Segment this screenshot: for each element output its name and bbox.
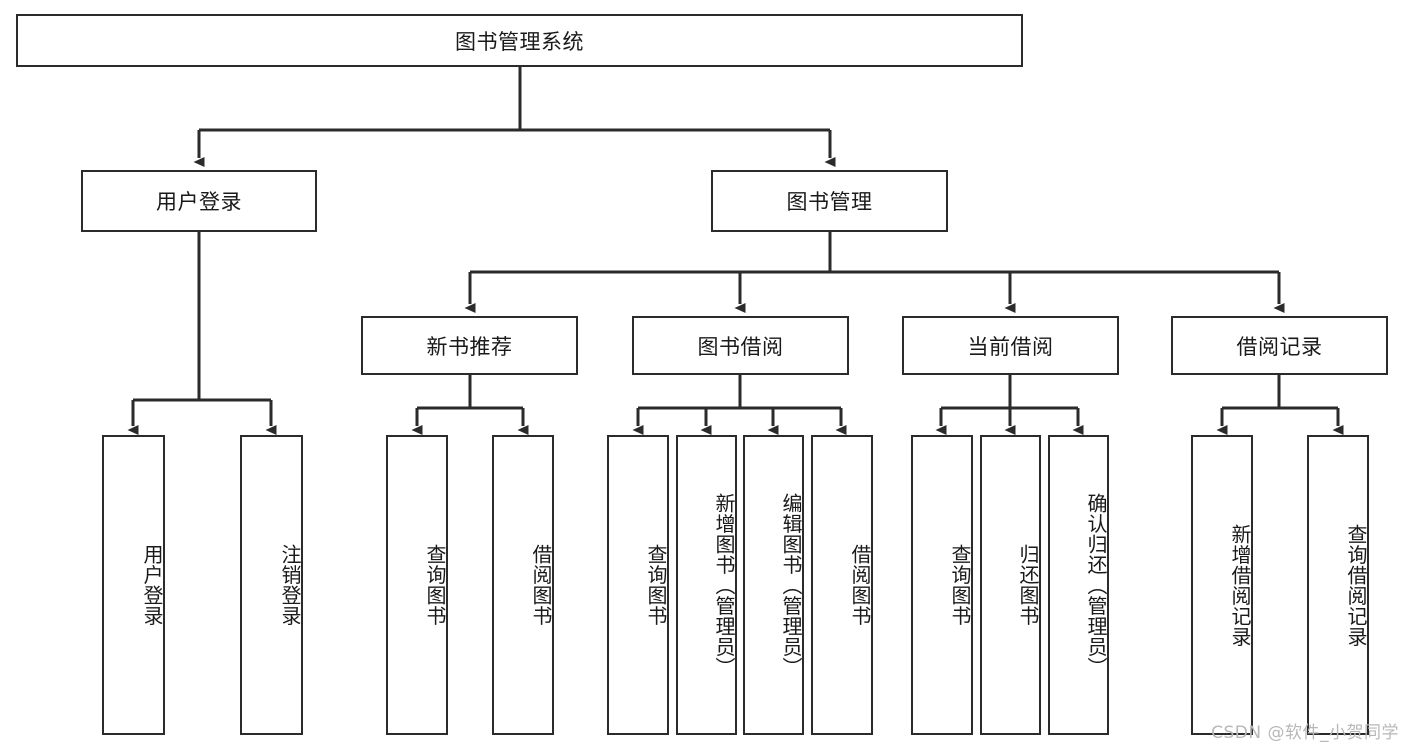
leaf-label: 新增图书（管理员） bbox=[712, 492, 736, 678]
node-leaf-borrow-book-2[interactable]: 借阅图书 bbox=[811, 435, 873, 735]
node-leaf-user-login[interactable]: 用户登录 bbox=[102, 435, 165, 735]
leaf-label: 新增借阅记录 bbox=[1228, 523, 1252, 647]
node-leaf-query-record[interactable]: 查询借阅记录 bbox=[1307, 435, 1369, 735]
leaf-label: 查询图书 bbox=[423, 544, 447, 626]
node-leaf-query-book-1[interactable]: 查询图书 bbox=[386, 435, 448, 735]
leaf-label: 注销登录 bbox=[278, 544, 302, 626]
node-leaf-confirm-return[interactable]: 确认归还（管理员） bbox=[1048, 435, 1109, 735]
leaf-label: 查询图书 bbox=[644, 544, 668, 626]
leaf-label: 借阅图书 bbox=[848, 544, 872, 626]
node-current-borrow[interactable]: 当前借阅 bbox=[902, 316, 1119, 375]
leaf-label: 借阅图书 bbox=[529, 544, 553, 626]
node-leaf-add-record[interactable]: 新增借阅记录 bbox=[1191, 435, 1253, 735]
leaf-label: 确认归还（管理员） bbox=[1084, 492, 1108, 678]
node-leaf-query-book-2[interactable]: 查询图书 bbox=[607, 435, 669, 735]
leaf-label: 归还图书 bbox=[1016, 544, 1040, 626]
leaf-label: 编辑图书（管理员） bbox=[779, 492, 803, 678]
node-leaf-borrow-book-1[interactable]: 借阅图书 bbox=[492, 435, 554, 735]
leaf-label: 用户登录 bbox=[140, 544, 164, 626]
csdn-watermark: CSDN @软件_小贺同学 bbox=[1211, 723, 1399, 743]
node-book-management[interactable]: 图书管理 bbox=[711, 170, 948, 232]
leaf-label: 查询借阅记录 bbox=[1344, 523, 1368, 647]
node-leaf-return-book[interactable]: 归还图书 bbox=[980, 435, 1041, 735]
leaf-label: 查询图书 bbox=[948, 544, 972, 626]
node-leaf-user-logout[interactable]: 注销登录 bbox=[240, 435, 303, 735]
node-book-borrow[interactable]: 图书借阅 bbox=[632, 316, 849, 375]
node-new-book-recommend[interactable]: 新书推荐 bbox=[361, 316, 578, 375]
node-borrow-record[interactable]: 借阅记录 bbox=[1171, 316, 1388, 375]
node-leaf-query-book-3[interactable]: 查询图书 bbox=[911, 435, 973, 735]
node-leaf-add-book[interactable]: 新增图书（管理员） bbox=[676, 435, 737, 735]
node-user-login[interactable]: 用户登录 bbox=[81, 170, 317, 232]
node-root[interactable]: 图书管理系统 bbox=[16, 14, 1023, 67]
node-leaf-edit-book[interactable]: 编辑图书（管理员） bbox=[743, 435, 804, 735]
